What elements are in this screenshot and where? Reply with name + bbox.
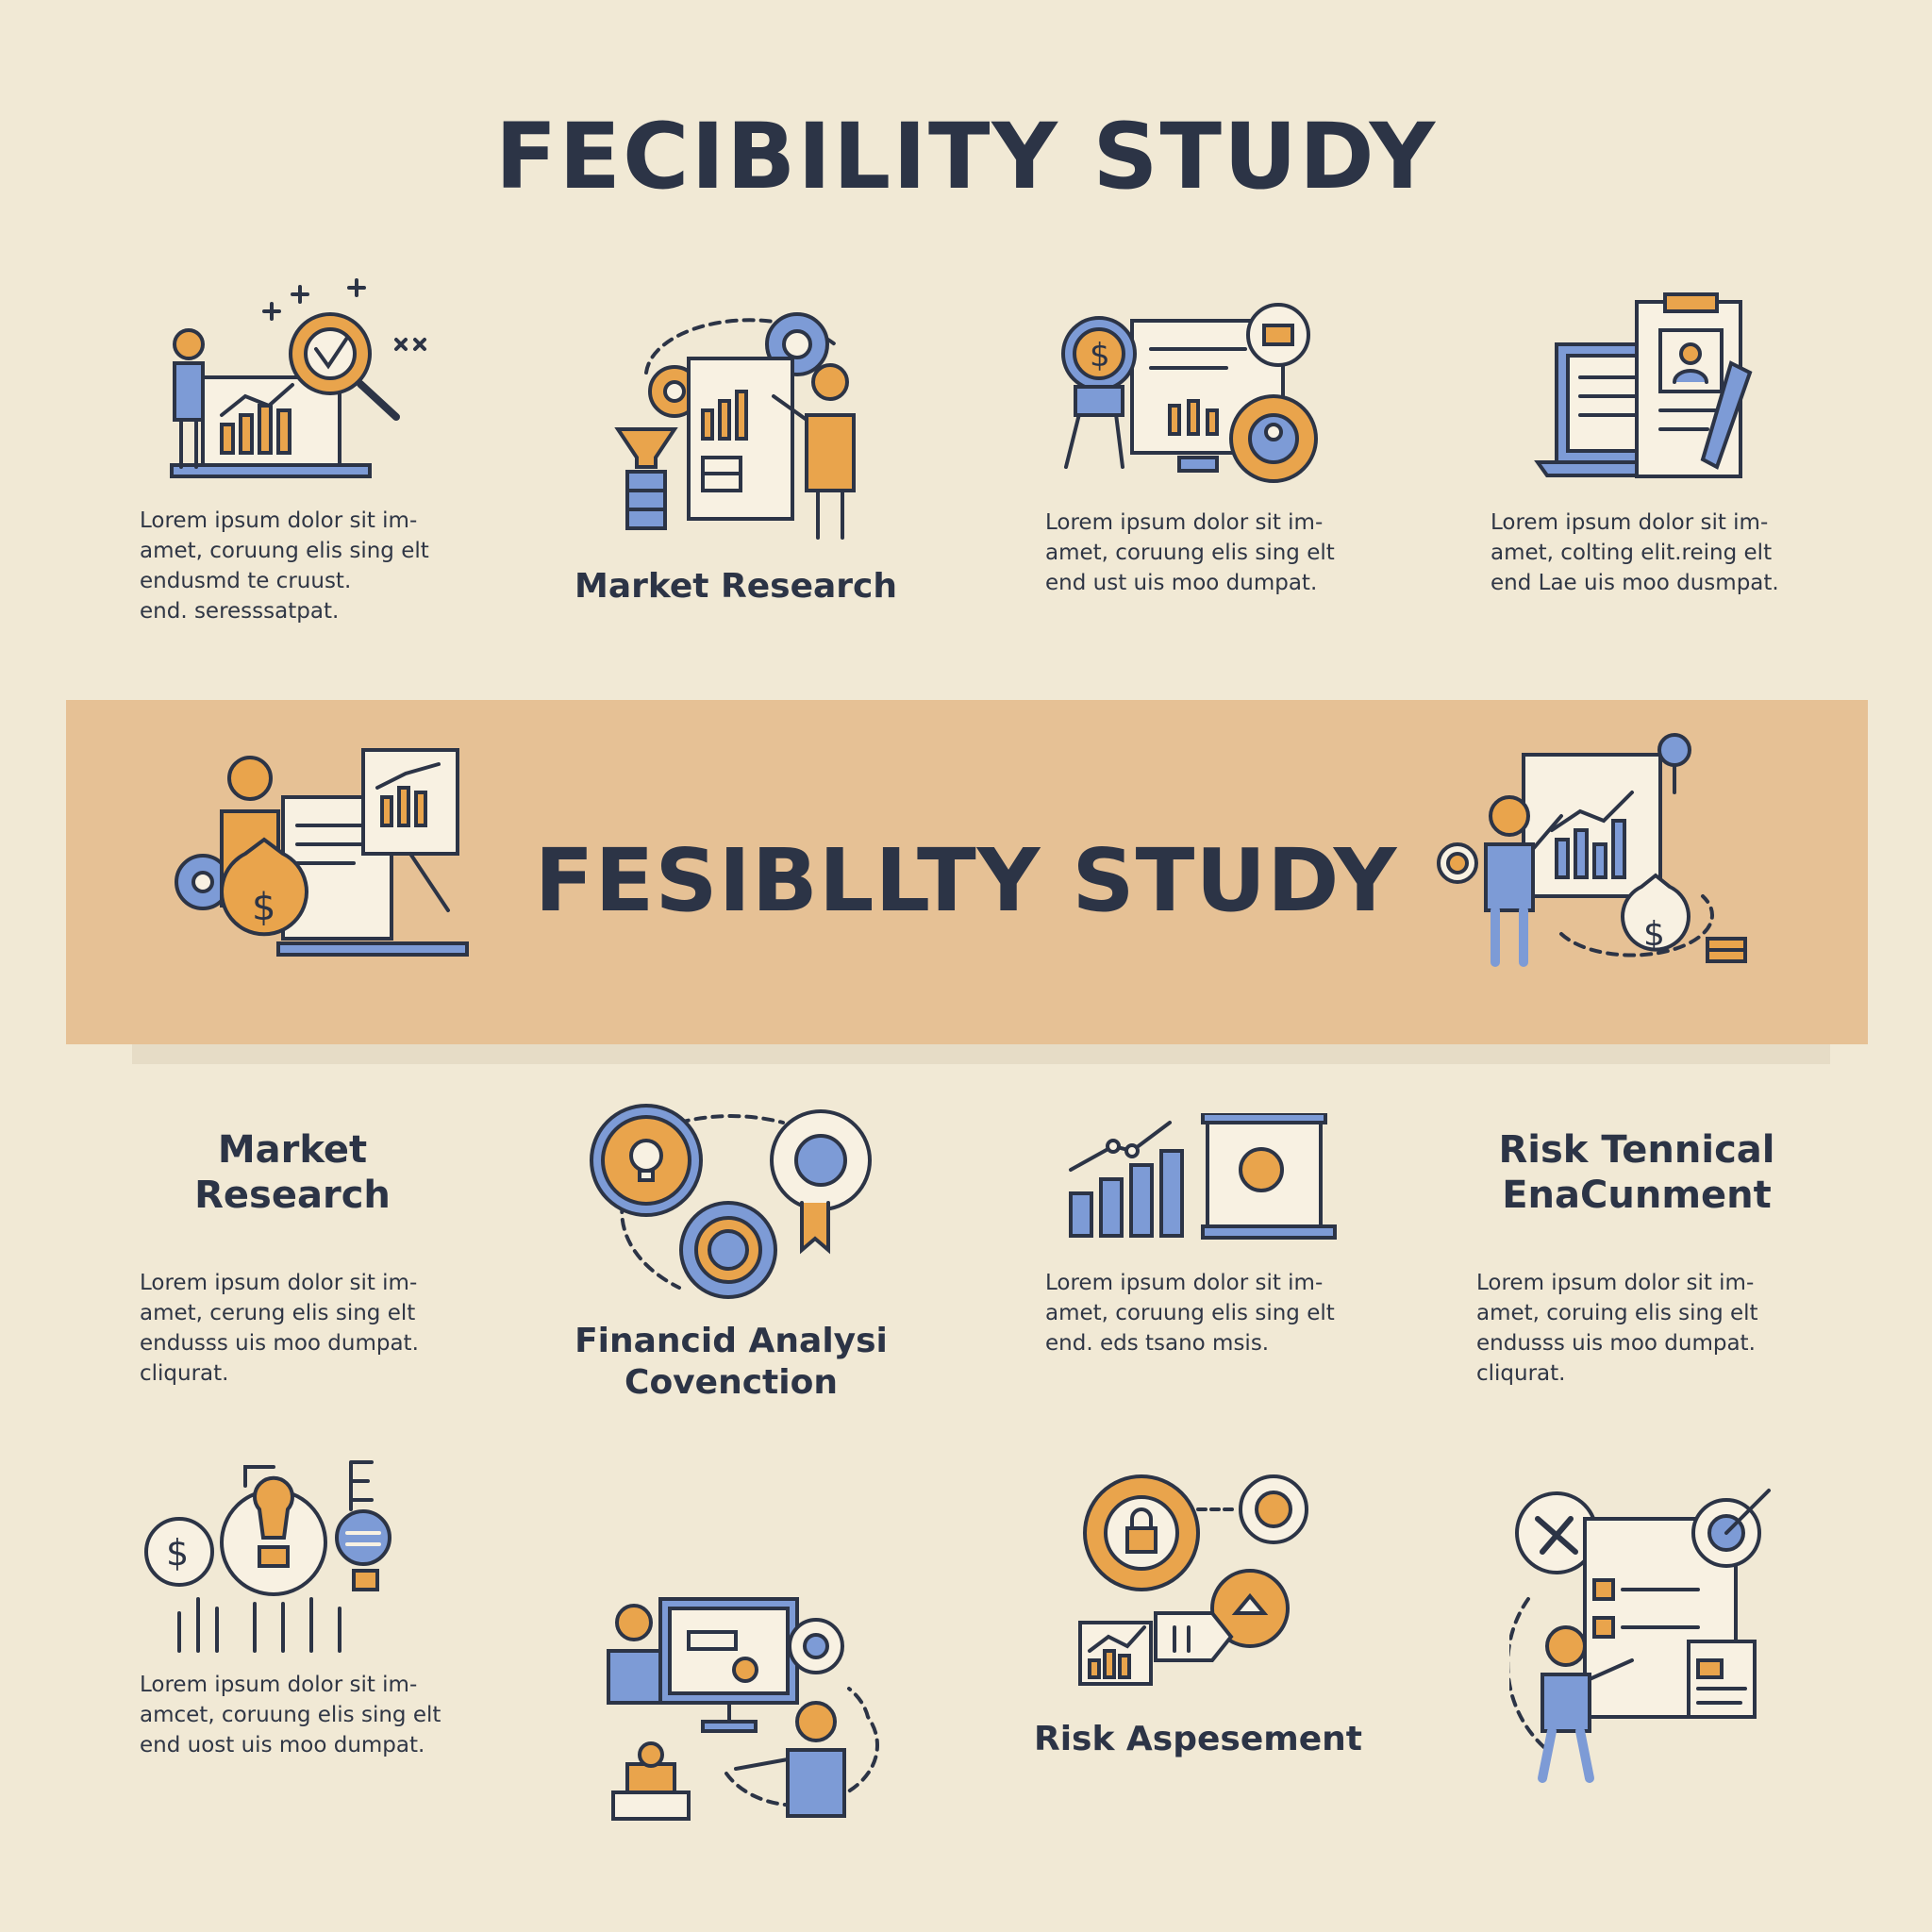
svg-text:$: $ [1090, 337, 1110, 375]
row1-description-3: Lorem ipsum dolor sit im- amet, coruung … [1045, 510, 1335, 595]
row2-label-risk-technical: Risk Tennical EnaCunment [1498, 1128, 1775, 1217]
row2-description-3: Lorem ipsum dolor sit im- amet, coruung … [1045, 1271, 1335, 1356]
financial-analysis-icon [585, 1099, 877, 1302]
row1-description-1: Lorem ipsum dolor sit im- amet, coruung … [140, 508, 429, 624]
risk-assessment-icon [1071, 1472, 1335, 1693]
team-meeting-icon [604, 1594, 887, 1821]
growth-chart-icon [1061, 1113, 1344, 1245]
row3-label-risk-assessment: Risk Aspesement [1033, 1720, 1363, 1758]
business-finance-icon: $ [165, 741, 491, 958]
page-title: FECIBILITY STUDY [494, 104, 1438, 209]
market-analysis-icon [160, 274, 434, 491]
row3-description-1: Lorem ipsum dolor sit im- amcet, coruung… [140, 1673, 441, 1757]
row2-label-financial-analysis: Financid Analysi Covenction [575, 1322, 888, 1402]
idea-dollar-gear-icon: $ [142, 1457, 410, 1660]
market-research-icon [608, 302, 873, 547]
checklist-target-icon [1509, 1476, 1792, 1788]
document-review-icon [1528, 292, 1764, 491]
row2-label-market-research: Market Research [194, 1128, 391, 1217]
financial-presentation-icon: $ [1057, 283, 1340, 500]
svg-text:$: $ [1643, 915, 1665, 954]
row2-description-4: Lorem ipsum dolor sit im- amet, coruing … [1476, 1271, 1758, 1386]
row2-description-1: Lorem ipsum dolor sit im- amet, cerung e… [140, 1271, 419, 1386]
presenter-chart-icon: $ [1429, 726, 1755, 981]
row1-description-4: Lorem ipsum dolor sit im- amet, colting … [1491, 510, 1779, 595]
banner-title: FESIBLLTY STUDY [534, 830, 1398, 931]
row1-label-market-research: Market Research [575, 567, 897, 606]
svg-text:$: $ [252, 886, 275, 929]
svg-text:$: $ [166, 1532, 189, 1574]
